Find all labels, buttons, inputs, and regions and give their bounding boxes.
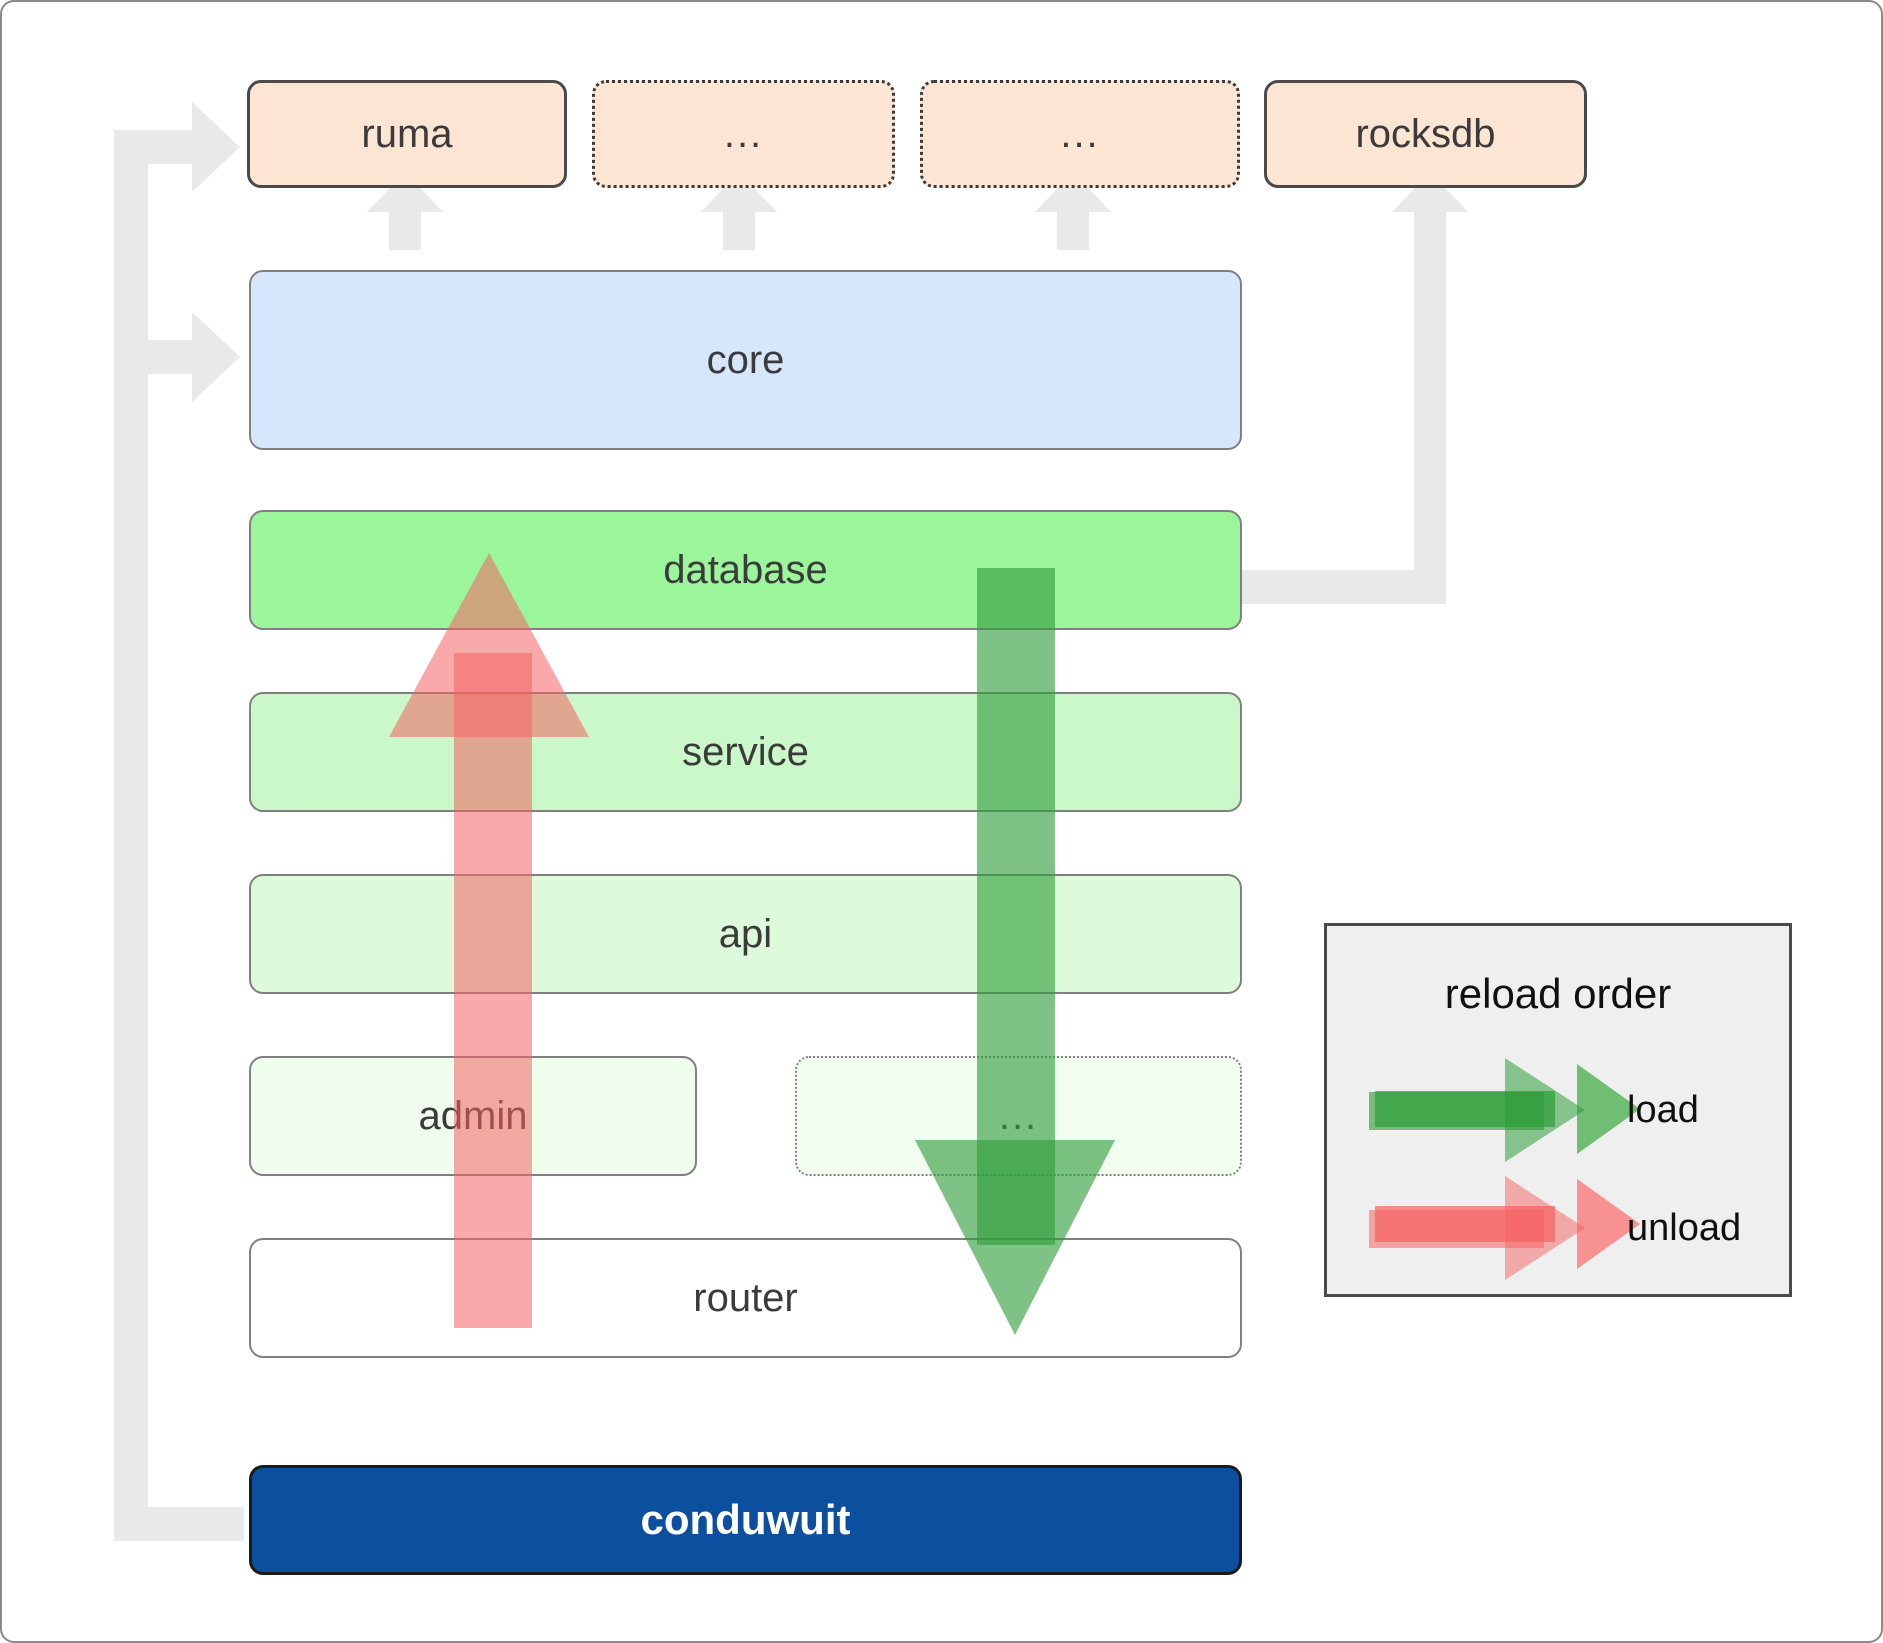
dependency-node-2[interactable]: ...	[592, 80, 895, 188]
connector-core-to-dep3	[1035, 172, 1111, 250]
flow-arrow-unload	[389, 553, 589, 1328]
legend-label-load: load	[1627, 1089, 1699, 1131]
legend-load-head-translucent	[1505, 1058, 1585, 1162]
flow-arrow-load	[915, 568, 1115, 1335]
legend-arrow-load	[1375, 1058, 1640, 1160]
layer-label: database	[663, 547, 828, 592]
dependency-label: rocksdb	[1355, 111, 1496, 156]
layer-node-database[interactable]: database	[249, 510, 1242, 630]
legend-label-unload: unload	[1627, 1207, 1742, 1249]
layer-label: router	[693, 1275, 798, 1320]
dependency-node-ruma[interactable]: ruma	[247, 80, 567, 188]
dependency-node-3[interactable]: ...	[920, 80, 1240, 188]
legend-panel: reload order load	[1324, 923, 1792, 1297]
legend-load-arrow-shaft	[1375, 1091, 1555, 1127]
legend-unload-body	[1369, 1210, 1544, 1248]
connector-left-rail-bottom	[114, 1507, 244, 1541]
layer-label: api	[718, 911, 773, 956]
connector-core-to-ruma	[367, 172, 443, 250]
legend-load-body	[1369, 1092, 1544, 1130]
legend-unload-arrow-shaft	[1375, 1206, 1555, 1242]
application-label: conduwuit	[640, 1496, 851, 1543]
legend-title: reload order	[1444, 970, 1672, 1017]
application-node-conduwuit[interactable]: conduwuit	[249, 1465, 1242, 1575]
unload-arrow-shaft	[454, 653, 532, 1328]
layer-node-core[interactable]: core	[249, 270, 1242, 450]
legend-load-arrow-head-big	[1510, 1058, 1580, 1160]
dependency-node-rocksdb[interactable]: rocksdb	[1264, 80, 1587, 188]
connector-database-to-rocksdb	[1242, 172, 1468, 604]
layer-node-api[interactable]: api	[249, 874, 1242, 994]
connector-conduwuit-to-ruma	[114, 102, 240, 1524]
layer-node-service[interactable]: service	[249, 692, 1242, 812]
unload-arrow-head	[389, 553, 589, 737]
connector-core-to-dep2	[701, 172, 777, 250]
dependency-label: ruma	[361, 111, 453, 156]
dependency-label: ...	[1060, 111, 1100, 156]
layer-label: service	[682, 729, 809, 774]
legend-unload-arrow	[1369, 1176, 1585, 1280]
legend-arrow-unload	[1375, 1179, 1640, 1269]
layer-node-router[interactable]: router	[249, 1238, 1242, 1358]
connector-conduwuit-to-core	[148, 312, 240, 402]
legend-unload-head-translucent	[1505, 1176, 1585, 1280]
layer-label: core	[706, 337, 785, 382]
load-arrow-shaft	[977, 568, 1055, 1245]
dependency-label: ...	[723, 111, 764, 156]
legend-load-arrow	[1369, 1058, 1585, 1162]
